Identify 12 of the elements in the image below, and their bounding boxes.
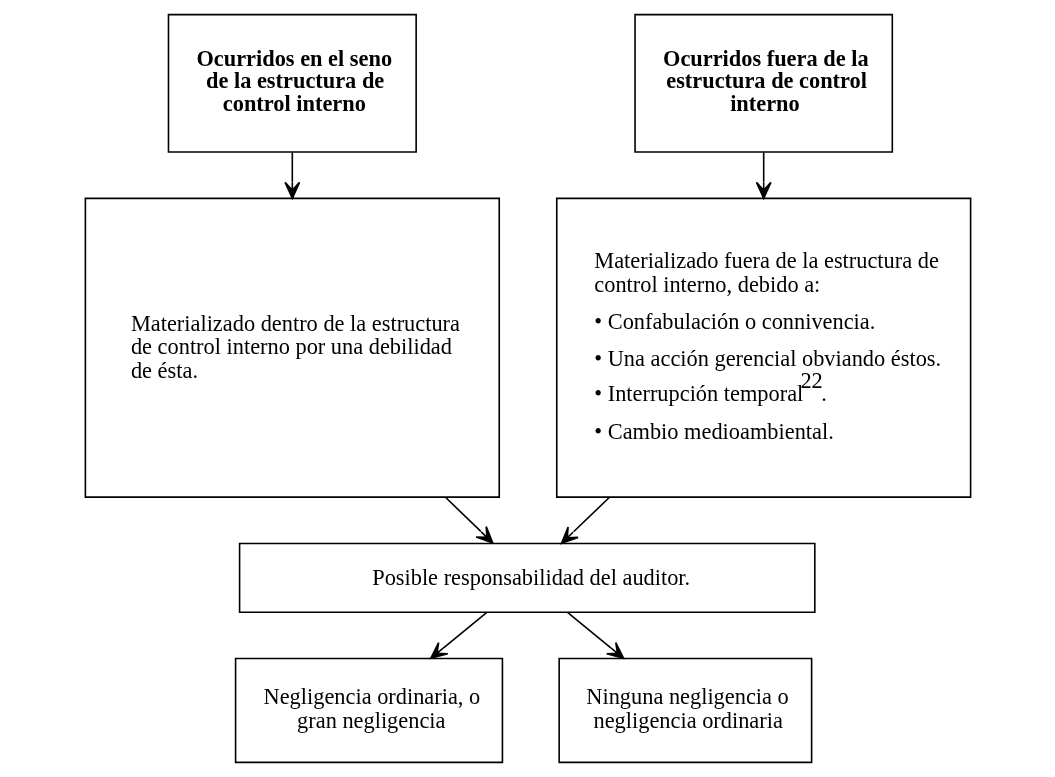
arrow	[429, 611, 488, 660]
arrow	[755, 151, 772, 200]
arrow	[560, 496, 610, 545]
node-box: Ninguna negligencia o negligencia ordinaria	[557, 657, 812, 764]
arrow	[566, 611, 624, 660]
node-box: Ocurridos en el seno de la estructura de control interno	[167, 13, 417, 153]
arrow	[444, 496, 493, 544]
node-box: Negligencia ordinaria, o gran negligencia	[234, 657, 503, 764]
node-box: Ocurridos fuera de la estructura de control interno	[633, 13, 893, 153]
node-box: Posible responsabilidad del auditor.	[238, 542, 816, 613]
node-box: Materializado dentro de la estructura de control interno por una debilidad de ésta.	[84, 197, 500, 498]
arrow	[283, 151, 300, 200]
